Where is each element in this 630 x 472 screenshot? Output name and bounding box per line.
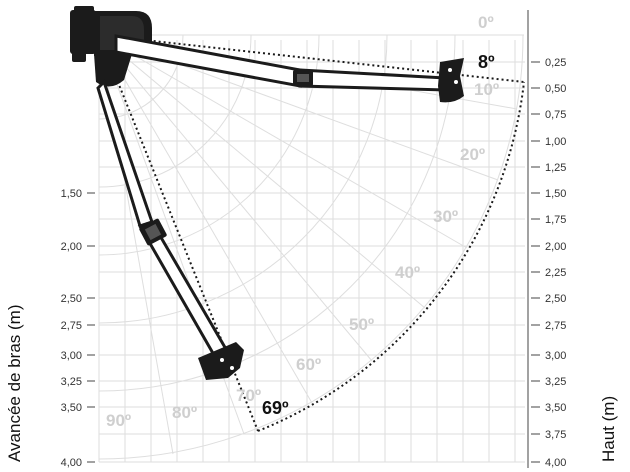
right-tick-label: 3,50 [545, 402, 566, 414]
right-tick-label: 2,25 [545, 267, 566, 279]
angle-label-60: 60º [296, 355, 321, 374]
left-tick-label: 2,00 [61, 241, 82, 253]
left-tick-label: 4,00 [61, 457, 82, 469]
right-axis: 0,25 0,50 0,75 1,00 1,25 1,50 1,75 2,00 … [527, 10, 566, 469]
right-tick-label: 0,75 [545, 109, 566, 121]
angle-label-40: 40º [395, 263, 420, 282]
right-tick-label: 0,25 [545, 57, 566, 69]
left-tick-label: 3,00 [61, 350, 82, 362]
left-tick-label: 2,75 [61, 320, 82, 332]
left-tick-label: 2,50 [61, 293, 82, 305]
angle-label-min: 8º [478, 52, 495, 72]
right-tick-label: 3,75 [545, 429, 566, 441]
right-tick-label: 3,00 [545, 350, 566, 362]
right-axis-title: Haut (m) [599, 396, 618, 462]
angle-labels: 0º 10º 20º 30º 40º 50º 60º 70º 80º 90º [106, 13, 499, 430]
angle-label-80: 80º [172, 403, 197, 422]
angle-label-90: 90º [106, 411, 131, 430]
right-tick-label: 4,00 [545, 457, 566, 469]
angle-label-10: 10º [474, 80, 499, 99]
right-tick-label: 2,75 [545, 320, 566, 332]
angle-label-20: 20º [460, 145, 485, 164]
horizontal-gridlines [99, 61, 525, 463]
right-tick-label: 1,75 [545, 214, 566, 226]
right-tick-label: 1,00 [545, 136, 566, 148]
left-axis: 1,50 2,00 2,50 2,75 3,00 3,25 3,50 4,00 [61, 188, 95, 469]
right-tick-label: 1,25 [545, 162, 566, 174]
left-axis-title: Avancée de bras (m) [5, 305, 24, 462]
awning-cassette [70, 6, 152, 87]
angle-label-0: 0º [478, 13, 494, 32]
right-tick-label: 2,00 [545, 241, 566, 253]
angle-label-50: 50º [349, 315, 374, 334]
right-tick-label: 1,50 [545, 188, 566, 200]
right-tick-label: 3,25 [545, 376, 566, 388]
arm-max-position [96, 79, 244, 380]
angle-label-max: 69º [262, 398, 289, 418]
angle-label-70: 70º [236, 386, 261, 405]
right-tick-label: 0,50 [545, 83, 566, 95]
left-tick-label: 3,50 [61, 402, 82, 414]
left-tick-label: 3,25 [61, 376, 82, 388]
right-tick-label: 2,50 [545, 293, 566, 305]
left-tick-label: 1,50 [61, 188, 82, 200]
arm-min-position [114, 34, 464, 103]
angle-label-30: 30º [433, 207, 458, 226]
